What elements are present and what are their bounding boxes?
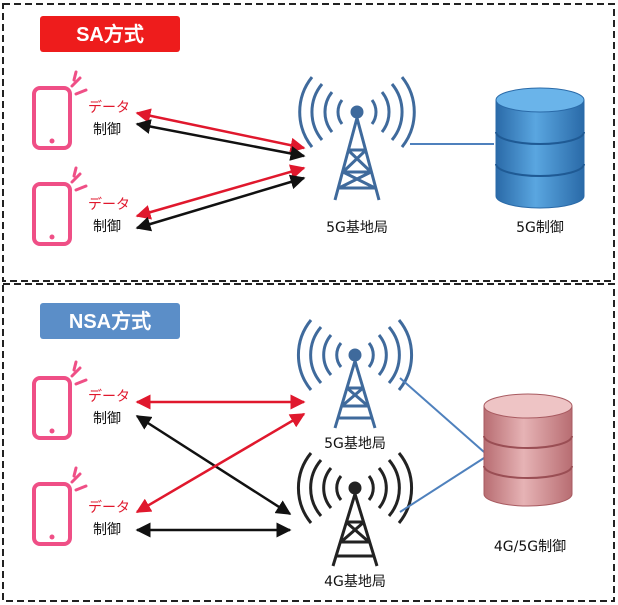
tower-4g-icon [297,452,413,567]
sa-phone1-data-label: データ [88,99,130,116]
nsa-station-5g-label: 5G基地局 [324,435,386,452]
nsa-title: NSA方式 [69,309,151,333]
nsa-section-frame [2,283,615,602]
sa-phone2-data-label: データ [88,196,130,213]
tower-5g-icon [297,319,413,429]
database-5g-icon [495,87,585,209]
nsa-title-badge: NSA方式 [40,303,180,339]
nsa-control-label: 4G/5G制御 [494,539,566,555]
sa-control-label: 5G制御 [516,220,564,236]
nsa-data-arrow-2 [135,412,306,514]
sa-phone1-control-label: 制御 [93,122,121,138]
phone-icon [32,466,88,546]
sa-data-arrow-1 [135,108,306,153]
sa-data-arrow-2 [135,164,306,220]
sa-section-frame [2,3,615,282]
sa-control-arrow-2 [135,174,306,232]
sa-title: SA方式 [76,22,144,46]
sa-phone2-control-label: 制御 [93,219,121,235]
nsa-phone1-data-label: データ [88,388,130,405]
nsa-link-4g [399,457,485,513]
nsa-station-4g-label: 4G基地局 [324,573,386,590]
tower-5g-icon [298,76,416,201]
sa-control-arrow-1 [135,119,306,161]
database-4g5g-icon [483,393,573,507]
phone-icon [32,360,88,440]
phone-icon [32,70,88,150]
phone-icon [32,166,88,246]
nsa-phone2-control-label: 制御 [93,522,121,538]
sa-title-badge: SA方式 [40,16,180,52]
nsa-phone1-control-label: 制御 [93,411,121,427]
sa-station-label: 5G基地局 [326,219,388,236]
nsa-phone2-data-label: データ [88,499,130,516]
nsa-link-5g [399,377,485,453]
